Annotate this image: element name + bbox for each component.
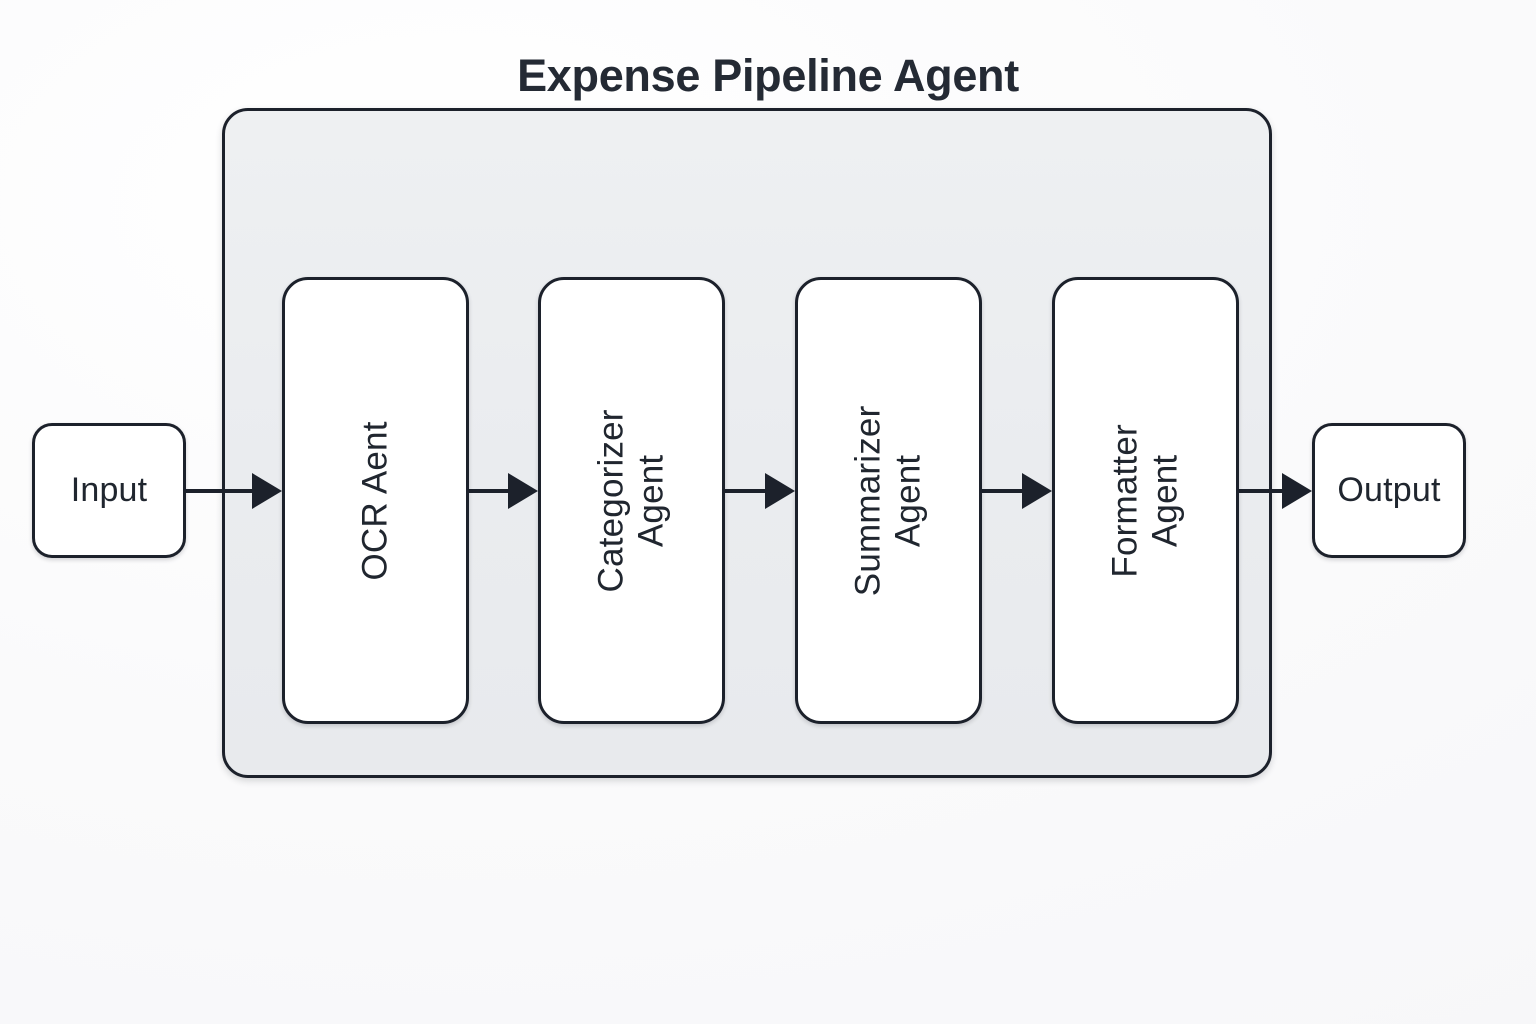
agent-node-summarizer[interactable]: Summarizer Agent [795,277,982,724]
pipeline-group-title: Expense Pipeline Agent [517,50,1019,101]
agent-node-formatter[interactable]: Formatter Agent [1052,277,1239,724]
arrowhead-icon-input-to-ocr [252,473,282,509]
agent-node-summarizer-label: Summarizer Agent [848,405,928,596]
agent-node-formatter-label: Formatter Agent [1105,423,1185,578]
agent-node-ocr-label: OCR Aent [355,420,395,581]
edge-categorizer-to-summarizer [723,489,786,493]
agent-node-categorizer[interactable]: Categorizer Agent [538,277,725,724]
edge-summarizer-to-formatter [980,489,1044,493]
agent-node-categorizer-label: Categorizer Agent [591,408,671,593]
edge-ocr-to-categorizer [469,489,531,493]
edge-input-to-ocr [186,489,270,493]
arrowhead-icon-ocr-to-categorizer [508,473,538,509]
arrowhead-icon-categorizer-to-summarizer [765,473,795,509]
input-node[interactable]: Input [32,423,186,558]
output-node-label: Output [1337,470,1441,509]
arrowhead-icon-formatter-to-output [1282,473,1312,509]
output-node[interactable]: Output [1312,423,1466,558]
edge-formatter-to-output [1237,489,1305,493]
input-node-label: Input [70,470,148,509]
arrowhead-icon-summarizer-to-formatter [1022,473,1052,509]
agent-node-ocr[interactable]: OCR Aent [282,277,469,724]
